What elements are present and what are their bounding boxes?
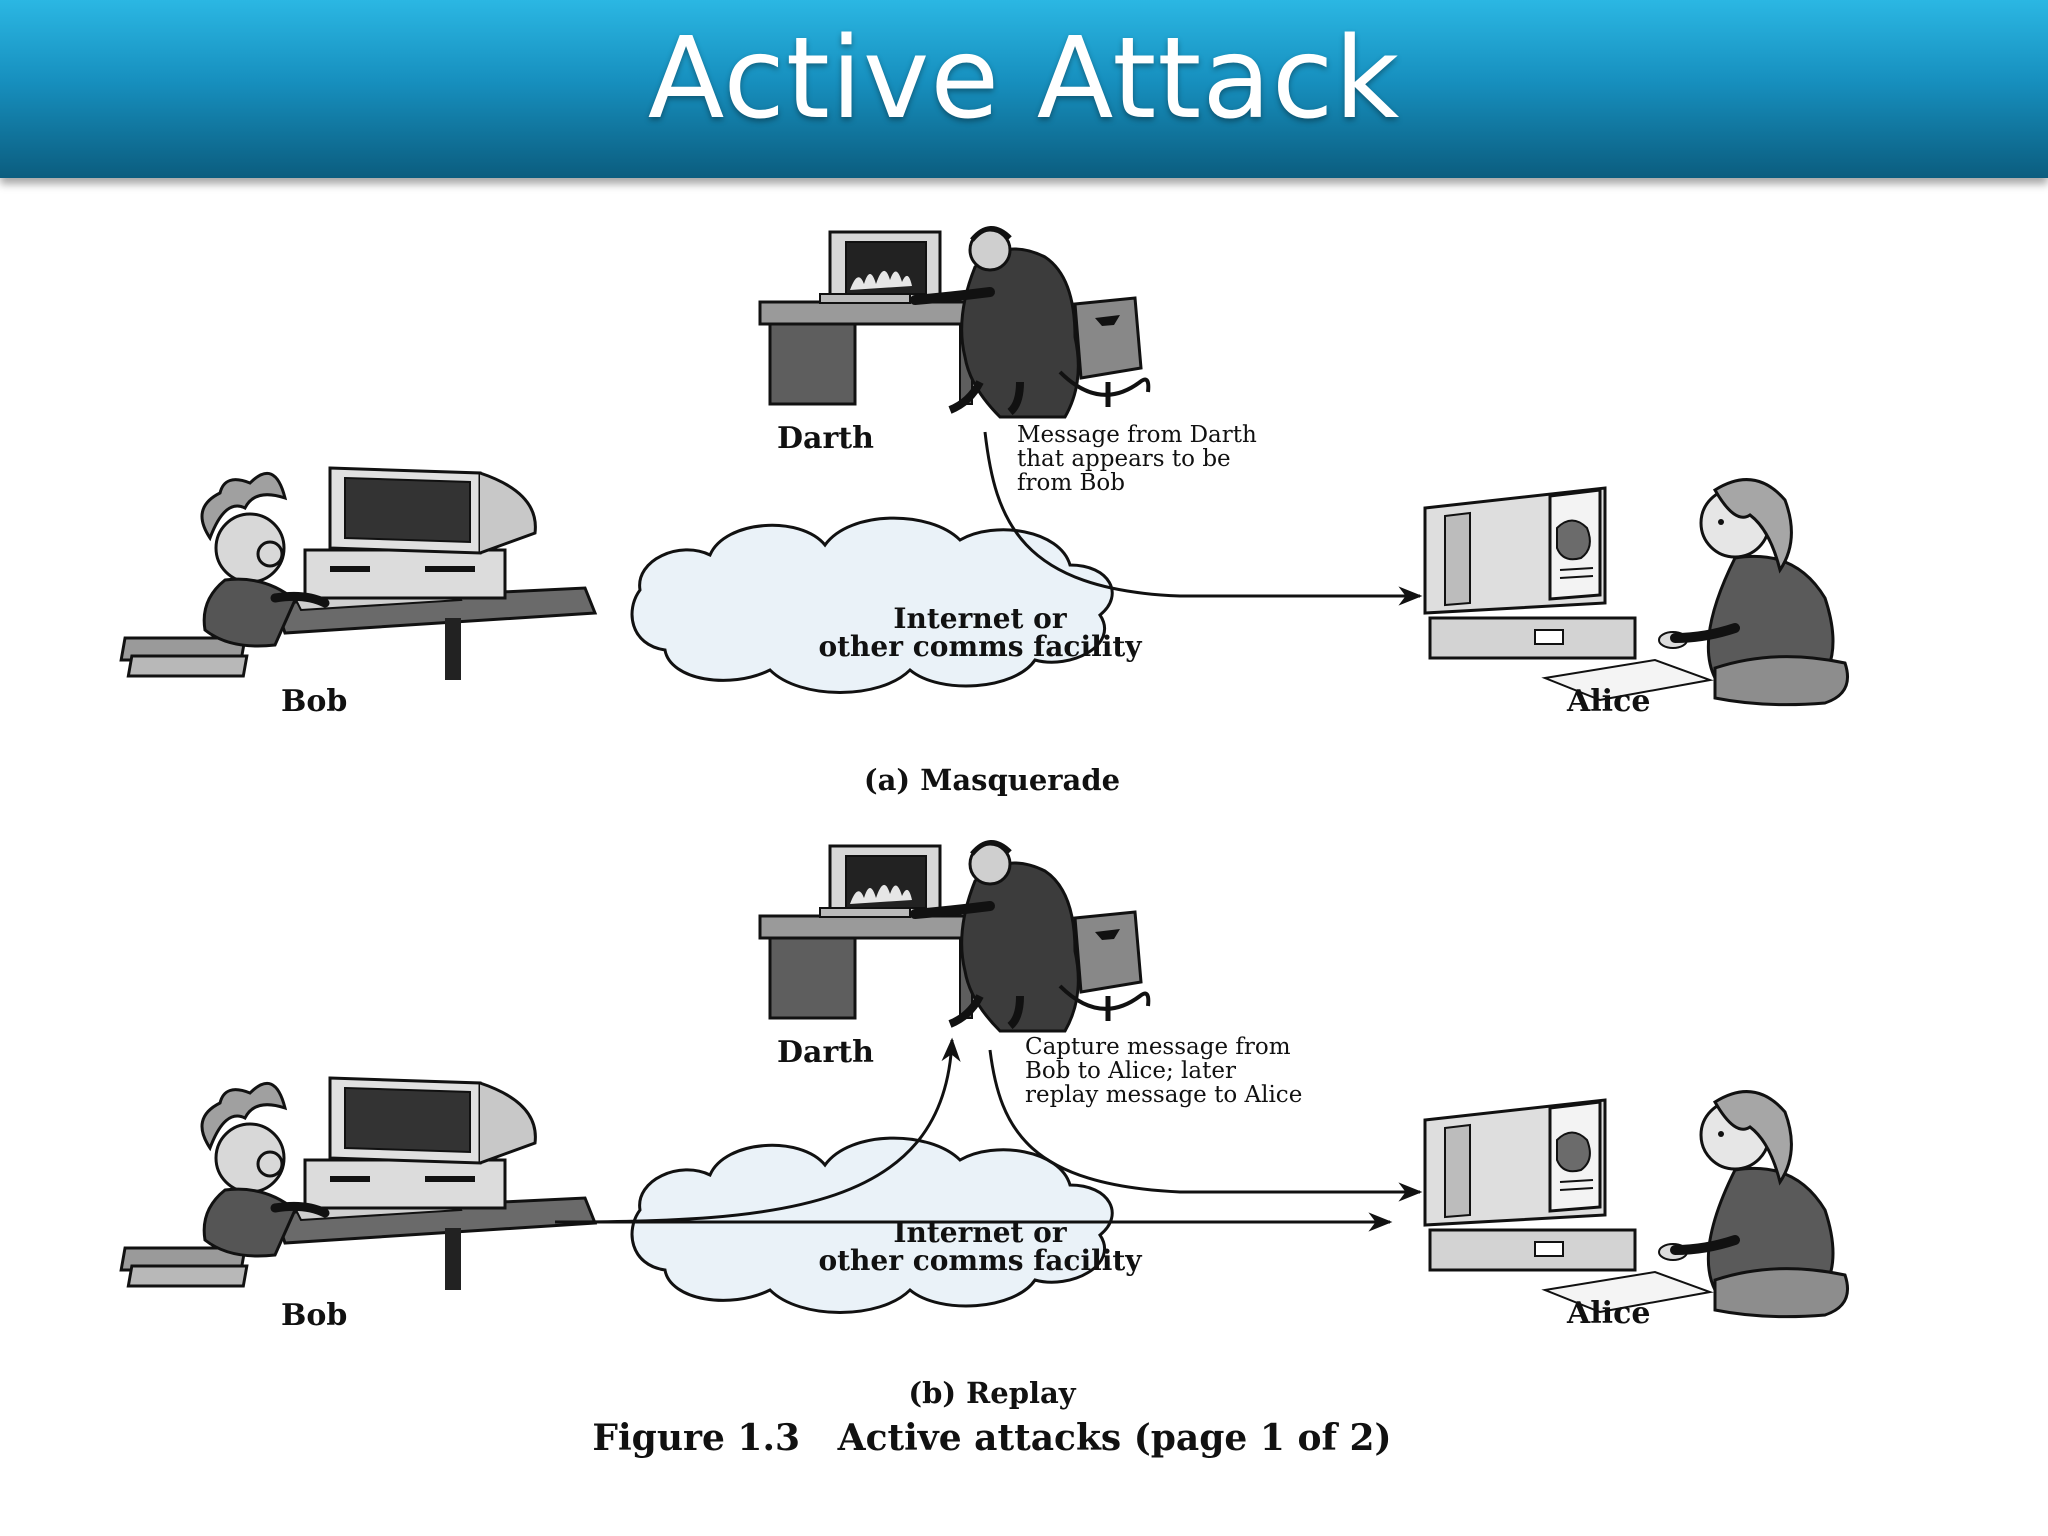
panel-masquerade: Darth Bob Alice Message from Darth that … <box>121 228 1847 797</box>
note-line: that appears to be <box>1017 446 1231 472</box>
alice-label: Alice <box>1566 684 1650 719</box>
replay-caption: (b) Replay <box>908 1376 1076 1410</box>
figure-caption: Figure 1.3 Active attacks (page 1 of 2) <box>592 1417 1391 1459</box>
cloud-label-line: Internet or <box>893 602 1067 635</box>
replay-note: Capture message from Bob to Alice; later… <box>1025 1034 1302 1108</box>
cloud-label-line: other comms facility <box>818 630 1142 663</box>
note-line: Message from Darth <box>1017 422 1257 448</box>
darth-label: Darth <box>777 421 874 456</box>
darth-label: Darth <box>777 1035 874 1070</box>
note-line: from Bob <box>1017 470 1125 496</box>
title-bar: Active Attack <box>0 0 2048 178</box>
cloud-label-line: other comms facility <box>818 1244 1142 1277</box>
note-line: Bob to Alice; later <box>1025 1058 1236 1084</box>
bob-computer-icon <box>121 468 595 680</box>
alice-computer-icon <box>1425 1092 1848 1317</box>
darth-hacker-icon <box>760 842 1148 1031</box>
masquerade-caption: (a) Masquerade <box>864 763 1120 797</box>
replay-arrow <box>988 1049 1423 1202</box>
masquerade-note: Message from Darth that appears to be fr… <box>1017 422 1257 496</box>
bob-label: Bob <box>281 684 347 719</box>
alice-label: Alice <box>1566 1296 1650 1331</box>
darth-hacker-icon <box>760 228 1148 417</box>
slide-title: Active Attack <box>647 14 1401 144</box>
capture-arrow <box>554 1037 961 1224</box>
panel-replay: Darth Bob Alice Capture message from Bob… <box>121 842 1847 1410</box>
alice-computer-icon <box>1425 480 1848 705</box>
note-line: replay message to Alice <box>1025 1082 1302 1108</box>
masquerade-arrow <box>983 431 1423 606</box>
note-line: Capture message from <box>1025 1034 1291 1060</box>
bob-label: Bob <box>281 1298 347 1333</box>
bob-computer-icon <box>121 1078 595 1290</box>
